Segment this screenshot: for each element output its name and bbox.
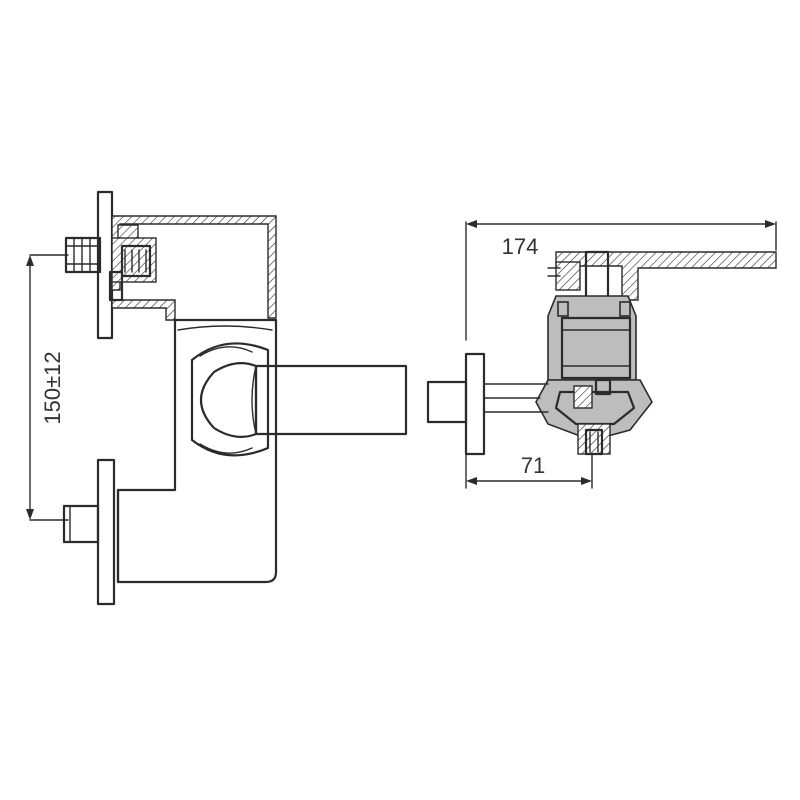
housing-shell-section	[111, 215, 277, 319]
dimension-depth-label: 174	[502, 234, 539, 259]
dimension-depth: 174	[465, 220, 777, 341]
lever-handle-front	[190, 342, 408, 457]
front-view: 150±12	[26, 190, 408, 606]
lever-handle-side	[555, 251, 777, 301]
inlet-fitting	[64, 236, 157, 302]
dimension-height: 150±12	[26, 254, 69, 521]
bottom-flange	[96, 458, 116, 606]
dimension-offset: 71	[465, 439, 593, 489]
mixer-body	[116, 318, 278, 584]
cartridge	[560, 316, 632, 380]
side-view: 174 71	[426, 220, 777, 489]
side-inlet-stub	[426, 380, 468, 424]
side-flange	[464, 352, 486, 456]
outlet-fitting	[577, 423, 611, 455]
outlet-stub	[62, 504, 100, 544]
dimension-height-label: 150±12	[40, 351, 65, 424]
dimension-offset-label: 71	[521, 453, 545, 478]
